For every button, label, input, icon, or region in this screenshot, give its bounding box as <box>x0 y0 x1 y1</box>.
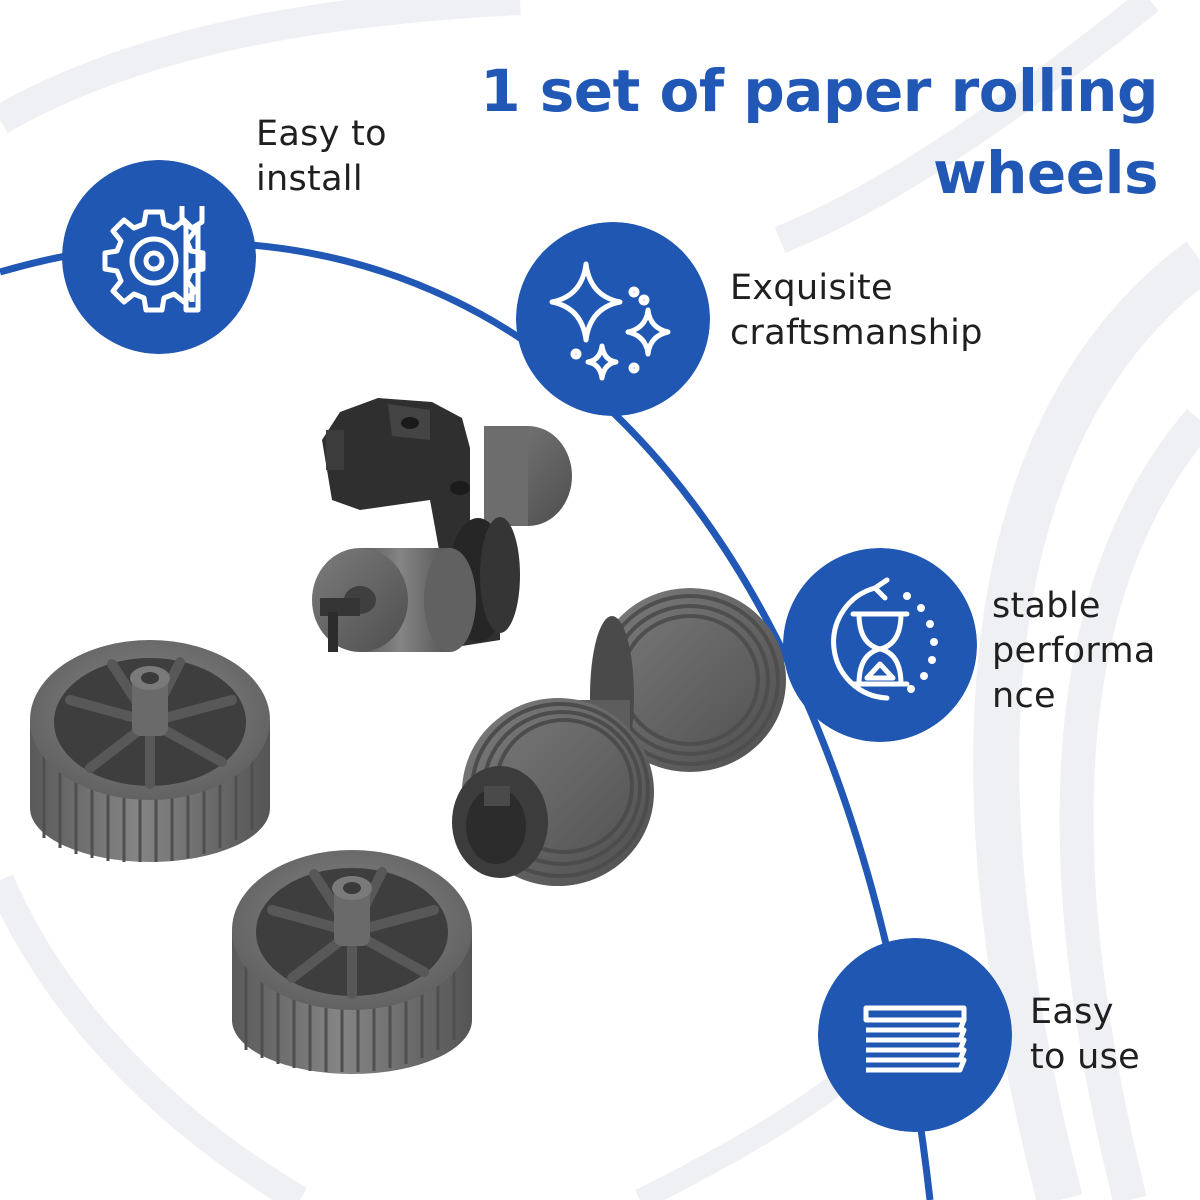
feature-label-line: nce <box>992 676 1056 716</box>
feature-label-line: to use <box>1030 1037 1141 1077</box>
headline-line-1: 1 set of paper rolling <box>480 57 1158 125</box>
feature-label-line: stable <box>992 586 1101 626</box>
headline-line-2: wheels <box>933 139 1158 207</box>
feature-label-line: Exquisite <box>730 268 893 308</box>
paper-stack-icon <box>818 938 1012 1132</box>
headline: 1 set of paper rolling wheels <box>398 50 1158 214</box>
feature-easy-install: Easy to install <box>256 112 387 202</box>
feature-label-line: install <box>256 159 363 199</box>
feature-label-line: Easy to <box>256 114 387 154</box>
pickup-wheel-left <box>30 640 270 862</box>
sparkles-icon <box>516 222 710 416</box>
feature-craftsmanship: Exquisite craftsmanship <box>730 266 983 356</box>
feature-label-line: craftsmanship <box>730 313 983 353</box>
feature-stable-performance: stable performa nce <box>992 584 1156 719</box>
feature-label-line: Easy <box>1030 992 1114 1032</box>
separation-roller-pair <box>452 588 786 886</box>
feature-label-line: performa <box>992 631 1156 671</box>
gear-wrench-icon <box>62 160 256 354</box>
feature-easy-use: Easy to use <box>1030 990 1140 1080</box>
pickup-wheel-bottom <box>232 850 472 1074</box>
hourglass-refresh-icon <box>783 548 977 742</box>
roller-with-bracket <box>312 398 572 652</box>
